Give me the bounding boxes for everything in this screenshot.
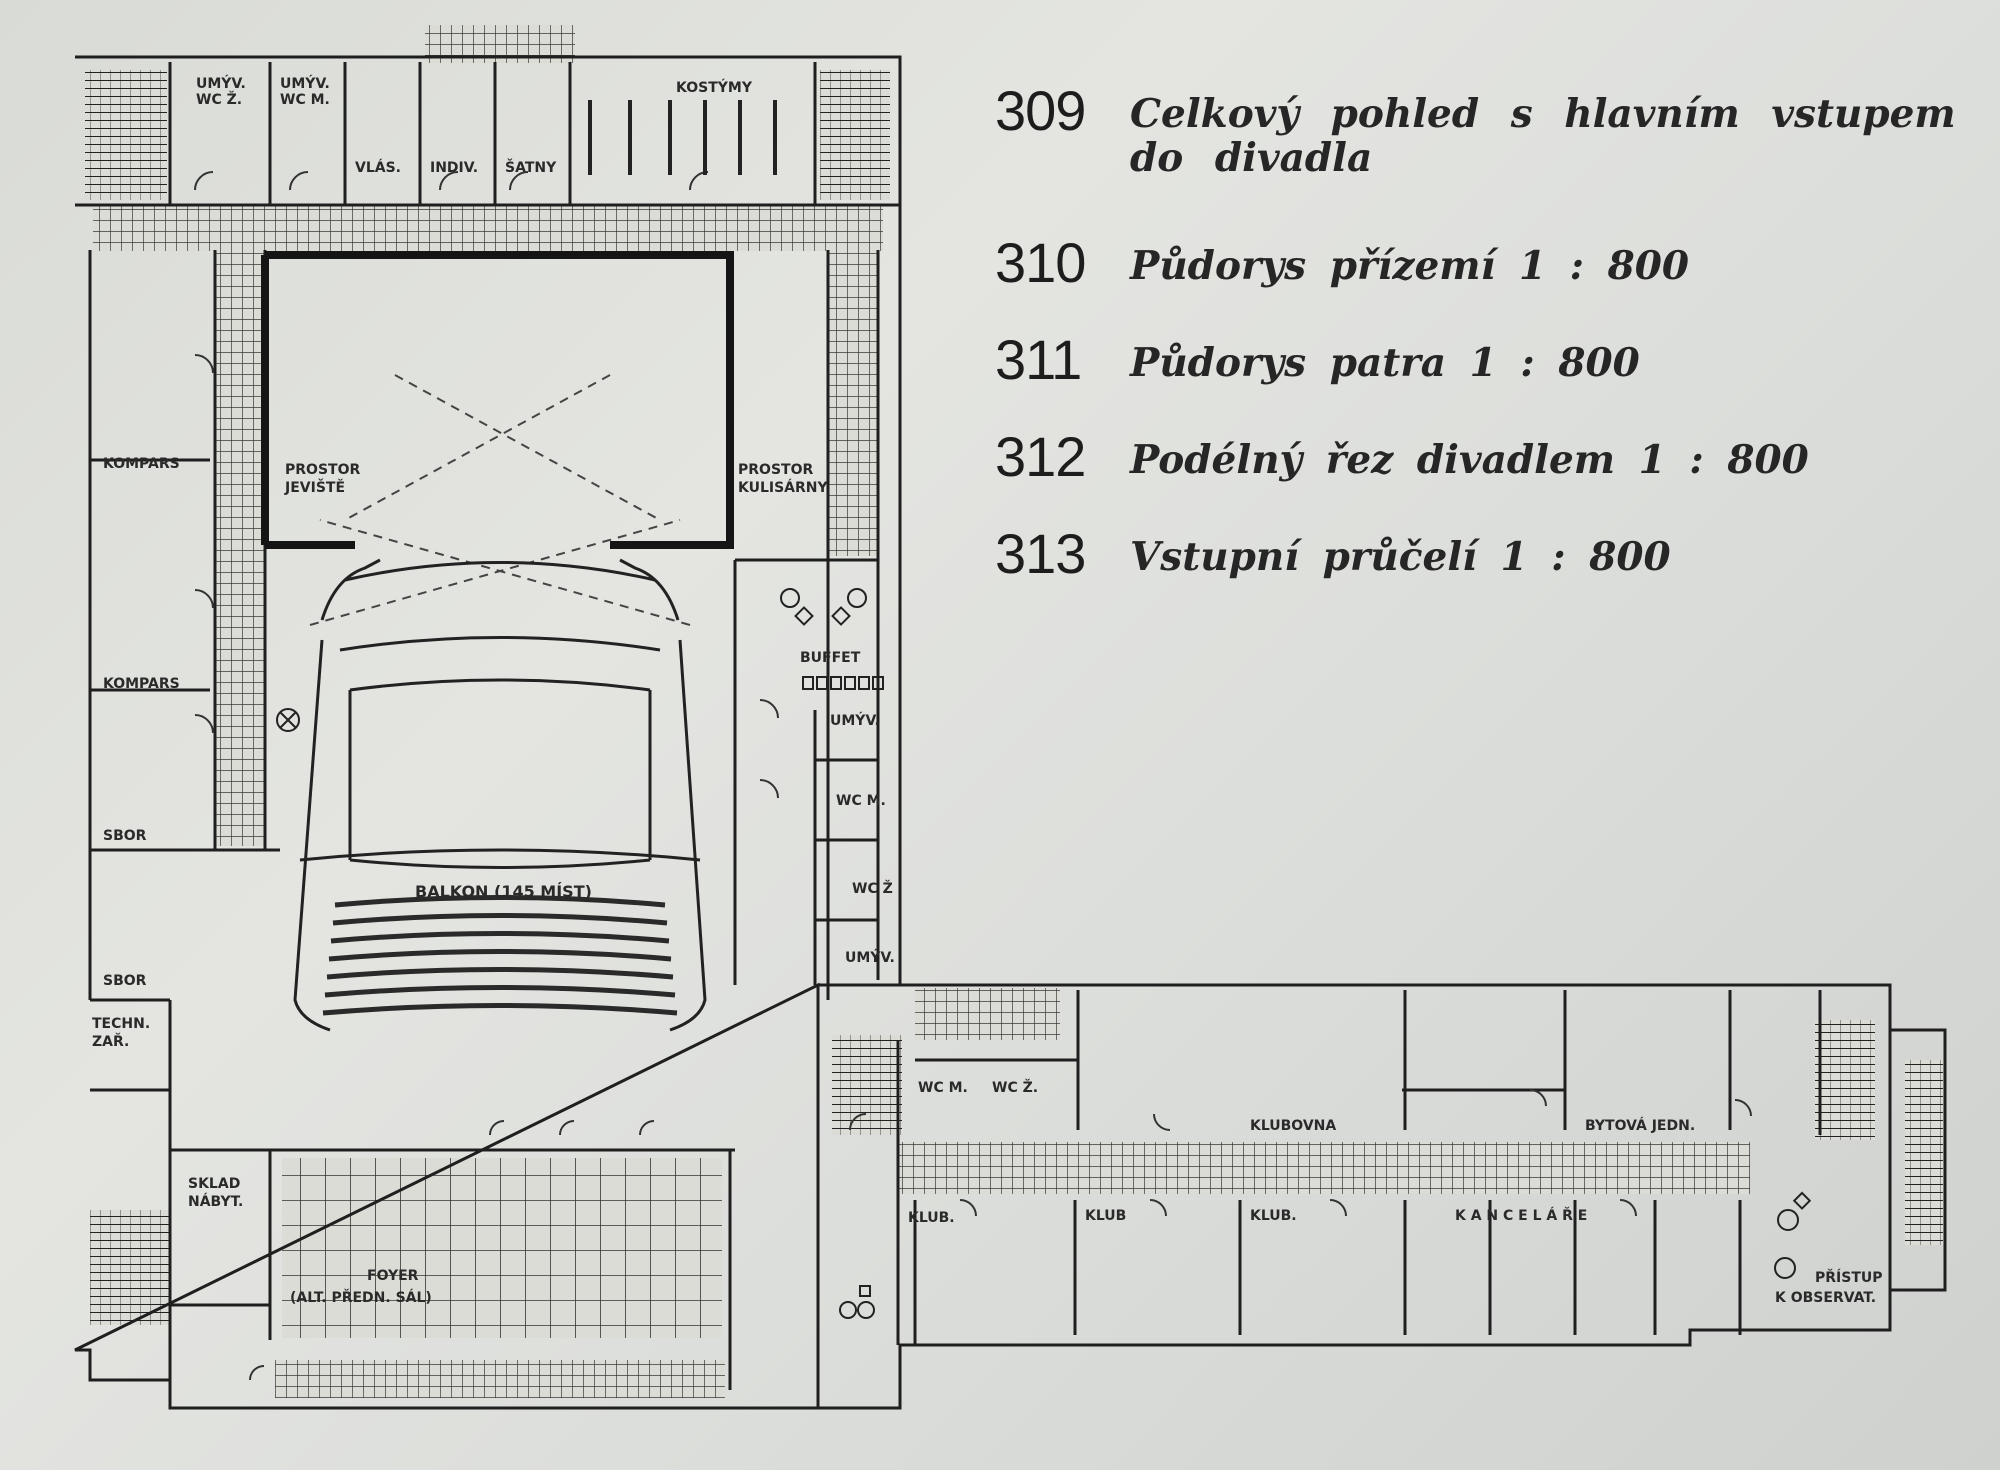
inner-west [88,250,280,1002]
caption-text: Celkový pohled s hlavním vstupem do diva… [1130,91,1956,181]
proscenium-arc [344,561,656,582]
label-vlas: VLÁS. [355,159,401,176]
label-umyv-wc-z: UMÝV. [196,74,246,92]
foyer-south-strip [275,1360,725,1398]
north-corridor [93,205,883,251]
label-sbor-upper: SBOR [103,828,147,844]
stair-wing-e [1815,1020,1875,1140]
stage-walls [265,251,734,549]
label-wc-m-east: WC M. [836,793,886,809]
label-klub-3: KLUB. [1250,1208,1297,1224]
balcony-rows [322,895,678,1016]
label-kancelare: K A N C E L Á Ř E [1455,1207,1587,1224]
label-prostor-kulisarny-2: KULISÁRNY [738,479,829,496]
caption-313: 313 Vstupní průčelí 1 : 800 [995,521,1985,618]
caption-text: Vstupní průčelí 1 : 800 [1130,534,1671,580]
label-kompars-lower: KOMPARS [103,676,180,692]
orchestra-line [339,636,661,652]
label-techn-zar-2: ZAŘ. [92,1033,129,1050]
sklad-room [90,1000,275,1152]
stair-sw [90,1210,170,1325]
caption-number: 309 [995,79,1086,142]
east-corridor [828,251,878,556]
caption-number: 311 [995,328,1082,391]
label-bytova-jedn: BYTOVÁ JEDN. [1585,1117,1695,1134]
stair-nw [85,70,167,200]
label-wc-z-wing: WC Ž. [992,1079,1038,1096]
label-kostymy: KOSTÝMY [676,78,753,96]
west-corridor [215,251,265,846]
proscenium-right [619,558,680,621]
hall-left-wall [293,639,331,1032]
label-umyv-wc-m: UMÝV. [280,74,330,92]
caption-number: 313 [995,522,1086,585]
heavy-walls [261,251,734,549]
label-klub-1: KLUB. [908,1210,955,1226]
label-techn-zar: TECHN. [92,1016,150,1032]
label-foyer: FOYER [367,1268,419,1284]
label-prostor-jeviste-2: JEVIŠTĚ [284,478,345,496]
label-buffet: BUFFET [800,650,861,666]
label-kompars-upper: KOMPARS [103,456,180,472]
caption-text: Podélný řez divadlem 1 : 800 [1130,437,1809,483]
room-labels: UMÝV. WC Ž. UMÝV. WC M. VLÁS. INDIV. ŠAT… [92,74,1883,1306]
foyer-box [168,1148,735,1408]
label-satny: ŠATNY [505,158,557,176]
walls [74,55,1947,1410]
stair-wing-w [832,1035,902,1135]
caption-list: 309 Celkový pohled s hlavním vstupem do … [995,78,1985,618]
caption-309: 309 Celkový pohled s hlavním vstupem do … [995,78,1985,230]
label-balkon: BALKON (145 MÍST) [415,882,592,901]
caption-310: 310 Půdorys přízemí 1 : 800 [995,230,1985,327]
sightlines [309,374,691,626]
stair-far-e [1905,1060,1943,1245]
label-klubovna: KLUBOVNA [1250,1118,1336,1134]
label-umyv-lower: UMÝV. [845,948,895,966]
hall-right-wall [669,639,707,1032]
label-prostor-jeviste: PROSTOR [285,462,360,478]
parterre-outline [348,678,652,869]
caption-311: 311 Půdorys patra 1 : 800 [995,327,1985,424]
stair-ne [820,70,890,200]
label-umyv-wc-m-2: WC M. [280,92,330,108]
inner-east [733,250,880,1000]
foyer-floor [282,1158,722,1338]
caption-number: 312 [995,425,1086,488]
label-pristup: PŘÍSTUP [1815,1269,1883,1286]
costume-racks [588,100,777,175]
caption-text: Půdorys patra 1 : 800 [1130,340,1640,386]
label-umyv-upper: UMÝV. [830,711,880,729]
wing-outline [818,983,1892,1410]
label-wc-z-east: WC Ž [852,880,893,897]
caption-text: Půdorys přízemí 1 : 800 [1130,243,1690,289]
buffet-furniture [276,588,1812,1319]
caption-312: 312 Podélný řez divadlem 1 : 800 [995,424,1985,521]
label-sklad-nabyt: SKLAD [188,1176,240,1192]
north-rooms-row [75,62,900,207]
label-pristup-2: K OBSERVAT. [1775,1290,1876,1306]
balcony-front [299,848,701,862]
proscenium-left [320,558,381,621]
stairs [85,70,1943,1325]
auditorium [293,558,707,1032]
far-east-outline [1890,1028,1947,1292]
label-prostor-kulisarny: PROSTOR [738,462,813,478]
wing-north-strip [915,988,1060,1040]
label-wc-m-wing: WC M. [918,1080,968,1096]
wing-corridor [898,1142,1750,1194]
label-sbor-lower: SBOR [103,973,147,989]
caption-number: 310 [995,231,1086,294]
label-foyer-2: (ALT. PŘEDN. SÁL) [290,1289,432,1306]
label-umyv-wc-z-2: WC Ž. [196,91,242,108]
label-indiv: INDIV. [430,160,478,176]
label-sklad-nabyt-2: NÁBYT. [188,1193,243,1210]
label-klub-2: KLUB [1085,1208,1126,1224]
wing-rooms [896,990,1822,1345]
